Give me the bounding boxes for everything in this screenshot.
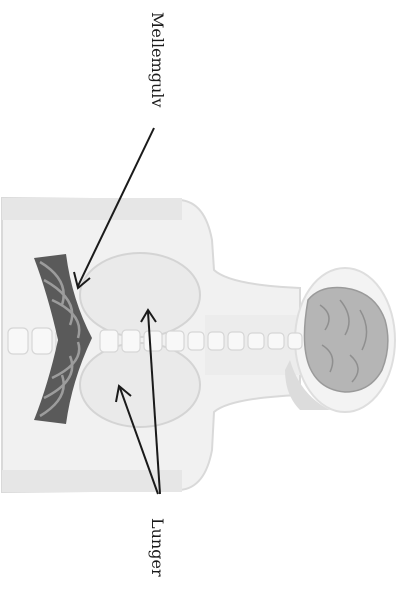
lung-lower [80, 343, 200, 427]
lower-arm-band [2, 470, 182, 492]
lung-upper [80, 253, 200, 337]
label-diaphragm: Mellemgulv [148, 12, 167, 107]
lungs-label-text: Lunger [148, 518, 167, 577]
body-silhouette [2, 198, 395, 492]
label-lungs: Lunger [148, 518, 167, 577]
brain [304, 288, 387, 393]
diaphragm-label-text: Mellemgulv [148, 12, 167, 107]
upper-arm-band [2, 198, 182, 220]
